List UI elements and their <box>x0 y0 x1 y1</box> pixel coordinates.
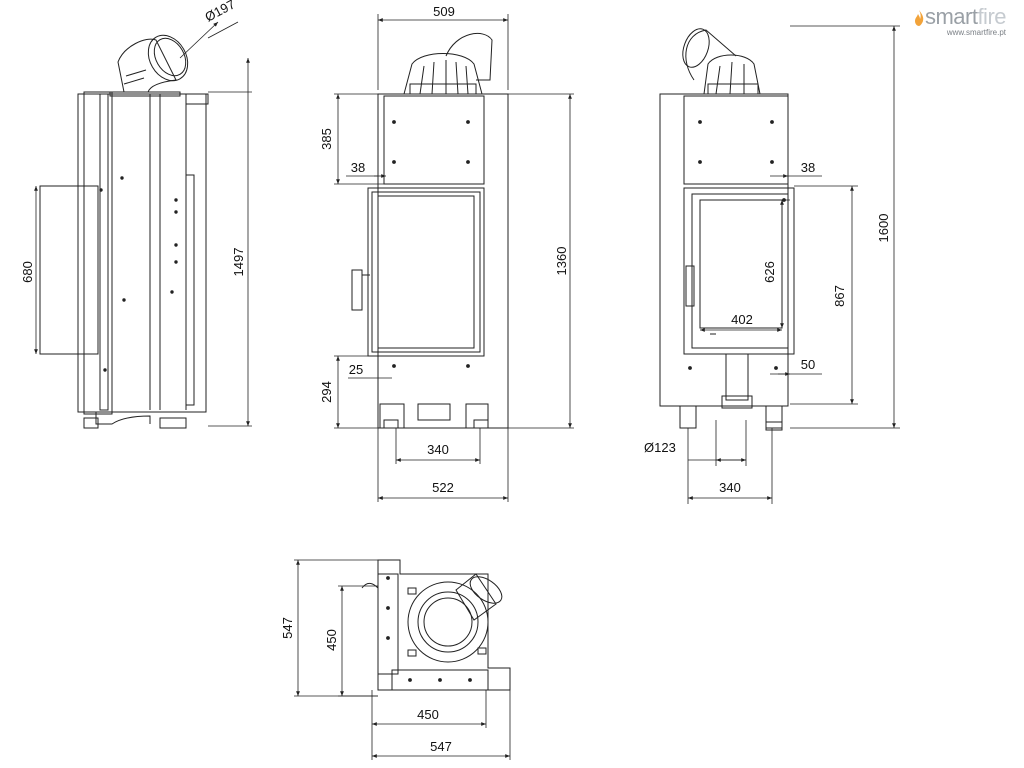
dim-front-upper-height: 385 <box>319 128 334 150</box>
brand-name-b: fire <box>977 4 1006 29</box>
brand-logo: smartfire www.smartfire.pt <box>914 6 1006 37</box>
dim-right-glass-width: 402 <box>731 312 753 327</box>
right-view-dims <box>687 25 900 504</box>
dim-front-legs-span: 340 <box>427 442 449 457</box>
dim-right-pipe-diameter: Ø123 <box>644 440 676 455</box>
dim-front-total-width: 522 <box>432 480 454 495</box>
front-view-dims <box>334 14 574 502</box>
dim-right-offset-top: 38 <box>801 160 815 175</box>
front-view <box>351 32 509 429</box>
dim-plan-width: 547 <box>430 739 452 754</box>
dim-right-legs-span: 340 <box>719 480 741 495</box>
brand-name-a: smart <box>924 4 978 29</box>
dim-front-width: 509 <box>433 4 455 19</box>
dim-plan-inner-width: 450 <box>417 707 439 722</box>
dim-right-offset-bottom: 50 <box>801 357 815 372</box>
dim-front-total-height: 1360 <box>554 247 569 276</box>
side-view-dims <box>34 21 252 427</box>
dim-front-left-offset: 38 <box>351 160 365 175</box>
right-view <box>659 28 795 431</box>
dim-flue-diameter: Ø197 <box>202 0 237 25</box>
dim-right-opening-height: 867 <box>832 285 847 307</box>
side-view <box>39 34 209 429</box>
dim-side-opening-height: 680 <box>20 261 35 283</box>
dim-front-lower-height: 294 <box>319 381 334 403</box>
dim-side-total-height: 1497 <box>231 248 246 277</box>
flame-icon <box>914 10 924 26</box>
plan-view-dims <box>294 559 511 760</box>
dim-right-glass-height: 626 <box>762 261 777 283</box>
dim-plan-depth: 547 <box>280 617 295 639</box>
dim-plan-inner-depth: 450 <box>324 629 339 651</box>
brand-url: www.smartfire.pt <box>946 28 1006 37</box>
dim-right-total-height: 1600 <box>876 214 891 243</box>
dim-front-lower-offset: 25 <box>349 362 363 377</box>
plan-view <box>361 559 511 691</box>
